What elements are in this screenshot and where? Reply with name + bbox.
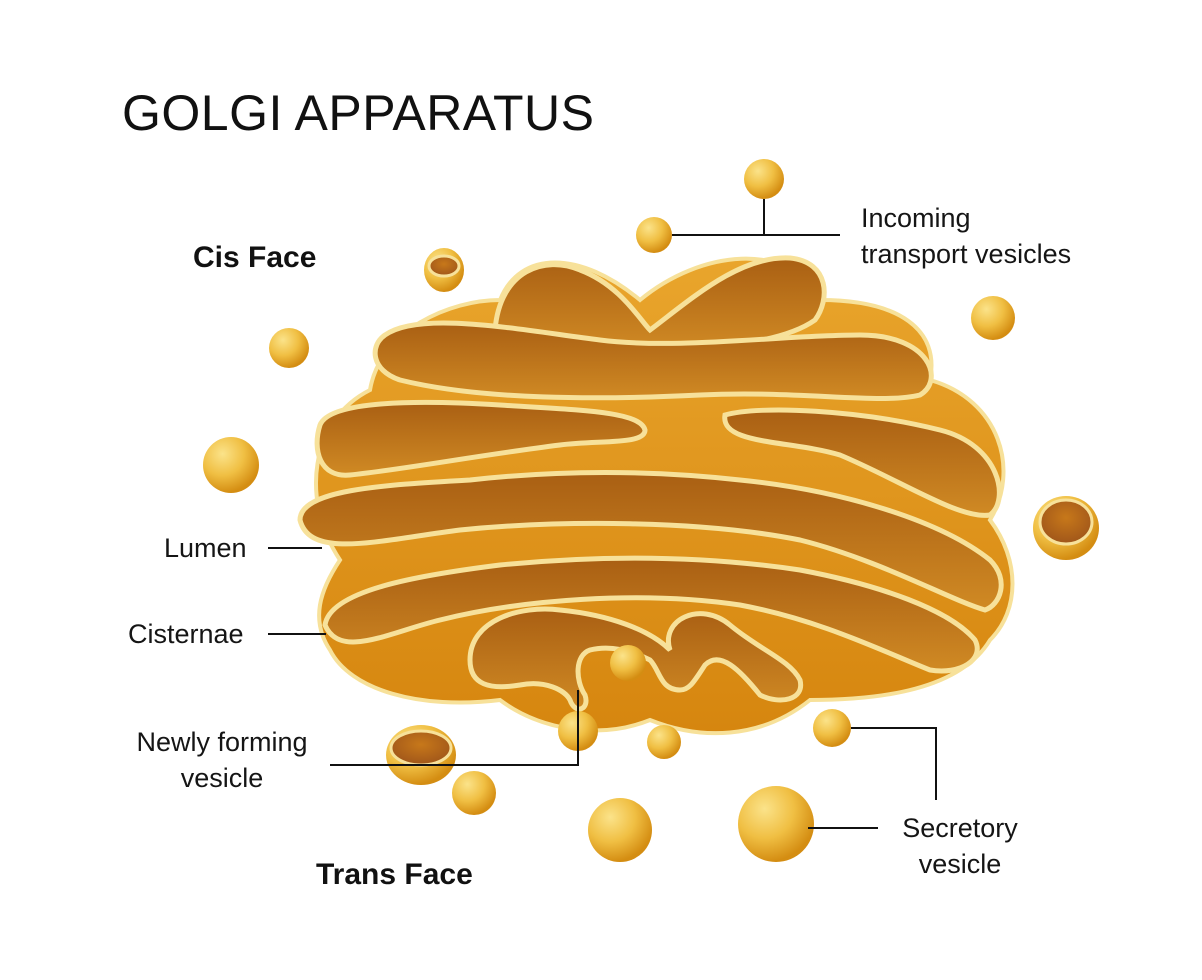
cisterna-4 xyxy=(297,470,1004,613)
incoming-vesicle-top xyxy=(744,159,784,199)
secretory-line-2: vesicle xyxy=(918,849,1002,879)
trans-face-label: Trans Face xyxy=(316,858,473,891)
golgi-body xyxy=(297,255,1015,736)
vesicle-bottom-mid xyxy=(813,709,851,747)
page-title: GOLGI APPARATUS xyxy=(122,85,595,141)
vesicle-inner xyxy=(610,645,646,681)
cisterna-trans xyxy=(467,606,804,712)
newly-forming-line-1: Newly forming xyxy=(136,727,308,757)
cup-vesicle-left xyxy=(386,725,456,785)
cisternae-label: Cisternae xyxy=(128,619,244,649)
cup-vesicle-right xyxy=(1033,496,1099,560)
leader-lines xyxy=(268,199,937,829)
cup-vesicle-top xyxy=(424,248,464,292)
cisterna-3-left xyxy=(314,399,648,478)
vesicle-bottom xyxy=(588,798,652,862)
cis-face-label: Cis Face xyxy=(193,241,317,274)
leader-incoming xyxy=(672,199,840,236)
incoming-vesicles-label: Incoming transport vesicles xyxy=(861,200,1071,272)
incoming-label-line-1: Incoming xyxy=(861,203,971,233)
secretory-vesicle xyxy=(738,786,814,862)
cisterna-5 xyxy=(322,555,980,674)
incoming-label-line-2: transport vesicles xyxy=(861,239,1072,269)
secretory-vesicle-label: Secretory vesicle xyxy=(890,810,1030,882)
vesicle-left-2 xyxy=(203,437,259,493)
lumen-label: Lumen xyxy=(164,533,247,563)
newly-forming-line-2: vesicle xyxy=(180,763,264,793)
cisterna-3-right xyxy=(722,407,1002,518)
budding-vesicle xyxy=(647,725,681,759)
incoming-vesicle-left xyxy=(636,217,672,253)
vesicle-left-1 xyxy=(269,328,309,368)
cisterna-2 xyxy=(372,320,934,402)
newly-forming-vesicle-label: Newly forming vesicle xyxy=(122,724,322,796)
vesicle-bottom-left xyxy=(452,771,496,815)
leader-secretory-top xyxy=(851,727,937,800)
leader-newly-forming xyxy=(330,690,579,766)
vesicles xyxy=(203,159,1099,862)
vesicle-right-top xyxy=(971,296,1015,340)
secretory-line-1: Secretory xyxy=(902,813,1018,843)
